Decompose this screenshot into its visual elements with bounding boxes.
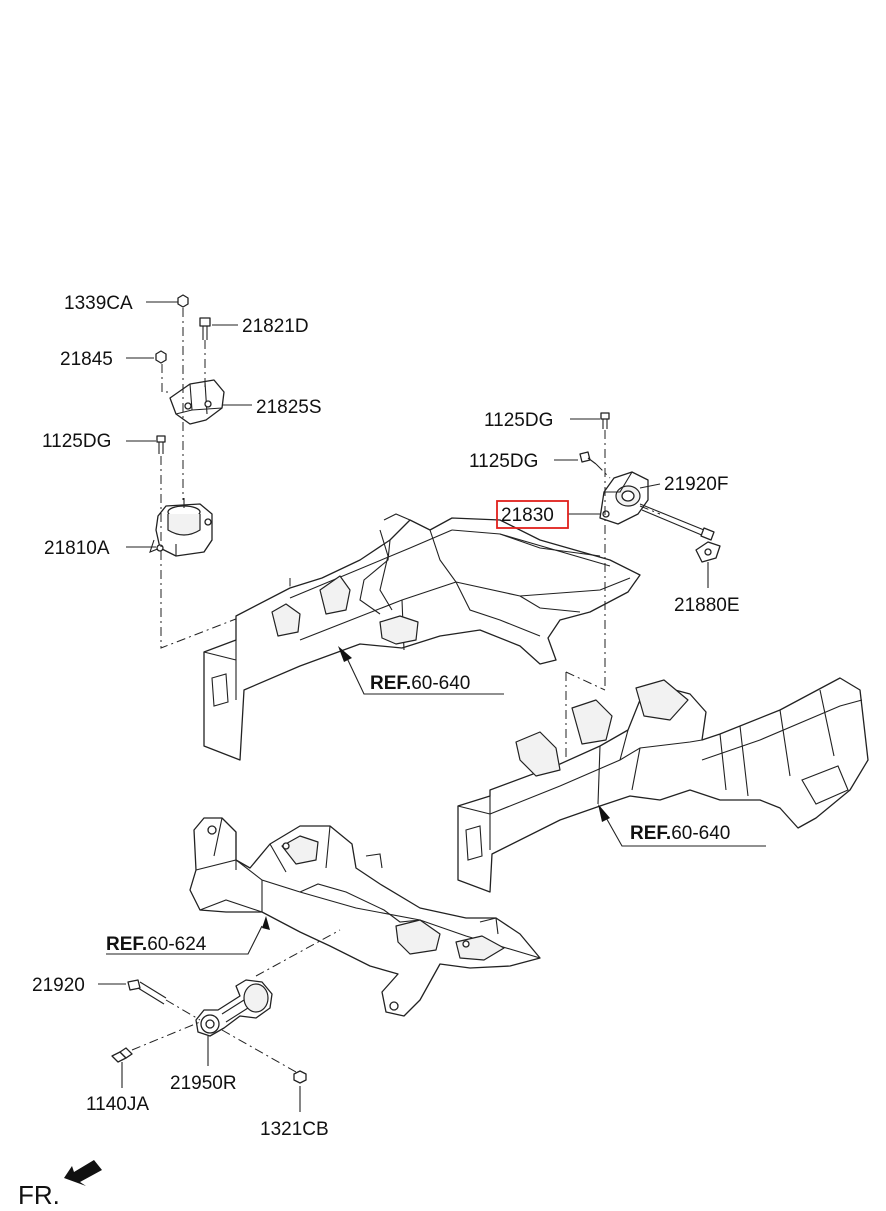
label-1339ca[interactable]: 1339CA [64,293,133,314]
label-21845[interactable]: 21845 [60,349,113,370]
bolt-1125dg-top[interactable] [600,412,610,429]
engine-mount-bracket-21825s[interactable] [169,379,225,425]
bolt-1125dg-mid[interactable] [579,451,597,465]
bolt-1125dg-left[interactable] [156,435,166,454]
direction-arrow-icon [64,1160,102,1186]
label-21810a[interactable]: 21810A [44,538,110,559]
bolt-21920f[interactable] [639,503,715,541]
label-1125dg-mid[interactable]: 1125DG [469,451,538,472]
ref-labels: REF.60-640 REF.60-640 REF.60-624 [106,673,730,955]
label-21825s[interactable]: 21825S [256,397,322,418]
bolt-1140ja[interactable] [111,1047,133,1063]
nut-1321cb[interactable] [293,1070,307,1084]
label-21880e[interactable]: 21880E [674,595,740,616]
nut-21845[interactable] [155,350,167,364]
bracket-21880e[interactable] [695,541,721,563]
label-21950r[interactable]: 21950R [170,1073,237,1094]
label-1125dg-top[interactable]: 1125DG [484,410,553,431]
bolt-21920[interactable] [127,979,167,1005]
label-21920[interactable]: 21920 [32,975,85,996]
front-subframe [189,817,541,1017]
nut-1339ca[interactable] [177,294,189,308]
label-21821d[interactable]: 21821D [242,316,309,337]
engine-mount-21810a[interactable] [149,498,213,557]
direction-label: FR. [18,1180,60,1210]
label-1321cb[interactable]: 1321CB [260,1119,329,1140]
front-side-member-upper [203,513,641,761]
label-21830[interactable]: 21830 [501,505,554,526]
transmission-mount-bracket-21830[interactable] [599,471,649,525]
label-1125dg-left[interactable]: 1125DG [42,431,111,452]
label-21920f[interactable]: 21920F [664,474,728,495]
label-1140ja[interactable]: 1140JA [86,1094,149,1115]
ref-label-subframe[interactable]: REF.60-624 [106,934,207,955]
part-labels: 1339CA 21821D 21845 21825S 1125DG 21810A… [32,293,740,1140]
bolt-21821d[interactable] [199,317,211,340]
front-side-member-lower [457,677,869,893]
ref-label-upper[interactable]: REF.60-640 [370,673,470,694]
front-direction-indicator: FR. [18,1160,102,1210]
ref-label-lower[interactable]: REF.60-640 [630,823,730,844]
roll-rod-mount-21950r[interactable] [195,979,273,1037]
highlight-box-21830 [496,500,569,529]
leader-lines [98,301,766,1112]
